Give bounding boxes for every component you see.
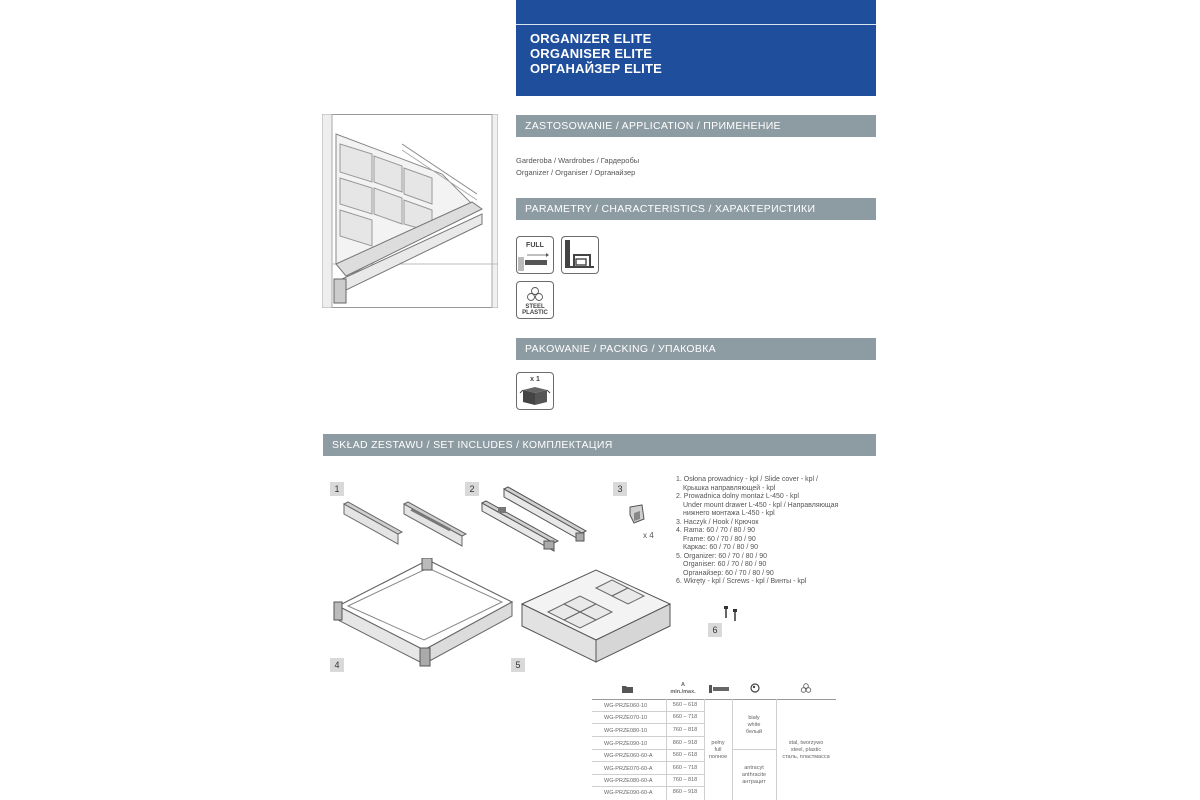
table-code: WG-PRZE090-60-A <box>604 790 653 796</box>
legend-line: 4. Rama: 60 / 70 / 80 / 90 <box>676 527 755 534</box>
table-range: 660 – 718 <box>672 765 698 771</box>
packing-heading: PAKOWANIE / PACKING / УПАКОВКА <box>516 338 876 360</box>
hook-drawing <box>626 503 648 525</box>
title-block: ORGANIZER ELITE ORGANISER ELITE ОРГАНАЙЗ… <box>516 0 876 96</box>
table-range: 560 – 618 <box>672 752 698 758</box>
title-pl: ORGANIZER ELITE <box>530 31 652 46</box>
application-line-2: Organizer / Organiser / Органайзер <box>516 168 636 177</box>
color-anthracite-ru: антрацит <box>742 779 766 785</box>
application-line-1: Garderoba / Wardrobes / Гардеробы <box>516 156 640 165</box>
package-icon: x 1 <box>516 372 554 410</box>
table-code: WG-PRZE070-60-A <box>604 766 653 772</box>
item-number-1: 1 <box>330 482 344 496</box>
item-number-3: 3 <box>613 482 627 496</box>
extension-pl: pełny <box>711 740 725 746</box>
table-header-range: min./max. <box>670 689 696 695</box>
table-code: WG-PRZE080-10 <box>604 728 648 734</box>
set-heading: SKŁAD ZESTAWU / SET INCLUDES / КОМПЛЕКТА… <box>323 434 876 456</box>
material-pl: stal, tworzywo <box>788 740 824 746</box>
full-extension-label: FULL <box>526 242 544 249</box>
full-extension-icon: FULL <box>516 236 554 274</box>
extension-en: full <box>714 747 722 753</box>
material-label-steel: STEEL <box>525 304 545 310</box>
table-range: 860 – 918 <box>672 789 698 795</box>
table-code: WG-PRZE060-10 <box>604 703 648 709</box>
slide-cover-drawing <box>340 498 470 550</box>
package-quantity: x 1 <box>530 376 540 383</box>
legend-line: Frame: 60 / 70 / 80 / 90 <box>683 535 756 543</box>
slide-extension-icon <box>709 685 731 695</box>
organizer-tray-drawing <box>518 566 674 666</box>
material-ru: сталь, пластмасса <box>782 754 830 760</box>
folder-icon <box>622 684 634 696</box>
color-white-en: white <box>747 722 761 728</box>
legend-line: 1. Osłona prowadnicy - kpl / Slide cover… <box>676 476 819 483</box>
color-anthracite-pl: antracyt <box>744 765 764 771</box>
table-header-a: A <box>681 682 685 688</box>
item-number-5: 5 <box>511 658 525 672</box>
legend-line: 2. Prowadnica dolny montaż L-450 - kpl <box>676 493 799 500</box>
drawer-slide-drawing <box>478 485 596 555</box>
legend-line: Organiser: 60 / 70 / 80 / 90 <box>683 561 767 568</box>
legend-line: нижнего монтажа L-450 - kpl <box>683 510 775 517</box>
legend-line: 3. Haczyk / Hook / Крючок <box>676 518 759 526</box>
color-white-ru: белый <box>745 729 763 735</box>
legend-line: 5. Organizer: 60 / 70 / 80 / 90 <box>676 552 768 560</box>
table-range: 760 – 818 <box>672 777 698 783</box>
table-code: WG-PRZE060-60-A <box>604 753 653 759</box>
legend-line: Органайзер: 60 / 70 / 80 / 90 <box>683 569 774 577</box>
legend-line: 6. Wkręty - kpl / Screws - kpl / Винты -… <box>676 578 807 585</box>
hook-quantity: x 4 <box>643 531 654 540</box>
material-label-plastic: PLASTIC <box>522 310 548 316</box>
undermount-slide-icon <box>561 236 599 274</box>
material-icon: STEEL PLASTIC <box>516 281 554 319</box>
item-number-2: 2 <box>465 482 479 496</box>
legend-line: Каркас: 60 / 70 / 80 / 90 <box>683 544 759 551</box>
material-header-icon <box>800 683 812 695</box>
item-number-4: 4 <box>330 658 344 672</box>
title-ru: ОРГАНАЙЗЕР ELITE <box>530 61 662 76</box>
title-en: ORGANISER ELITE <box>530 46 653 61</box>
extension-ru: полное <box>708 754 728 760</box>
table-code: WG-PRZE070-10 <box>604 715 648 721</box>
product-illustration <box>321 113 499 309</box>
table-code: WG-PRZE090-10 <box>604 741 648 747</box>
color-white-pl: biały <box>748 715 760 721</box>
application-heading: ZASTOSOWANIE / APPLICATION / ПРИМЕНЕНИЕ <box>516 115 876 137</box>
parameters-heading: PARAMETRY / CHARACTERISTICS / ХАРАКТЕРИС… <box>516 198 876 220</box>
material-en: steel, plastic <box>790 747 822 753</box>
set-legend: 1. Osłona prowadnicy - kpl / Slide cover… <box>676 476 876 587</box>
legend-line: Крышка направляющей - kpl <box>683 484 776 492</box>
table-range: 860 – 918 <box>672 740 698 746</box>
table-code: WG-PRZE080-60-A <box>604 778 653 784</box>
spec-table: A min./max. WG-PRZE060-10 560 – 618 WG-P… <box>592 680 836 800</box>
table-range: 560 – 618 <box>672 702 698 708</box>
frame-drawing <box>332 557 522 668</box>
color-anthracite-en: anthracite <box>741 772 767 778</box>
table-range: 760 – 818 <box>672 727 698 733</box>
item-number-6: 6 <box>708 623 722 637</box>
color-palette-icon <box>750 683 760 695</box>
screws-drawing <box>722 606 740 622</box>
table-range: 660 – 718 <box>672 714 698 720</box>
legend-line: Under mount drawer L-450 - kpl / Направл… <box>683 501 839 509</box>
